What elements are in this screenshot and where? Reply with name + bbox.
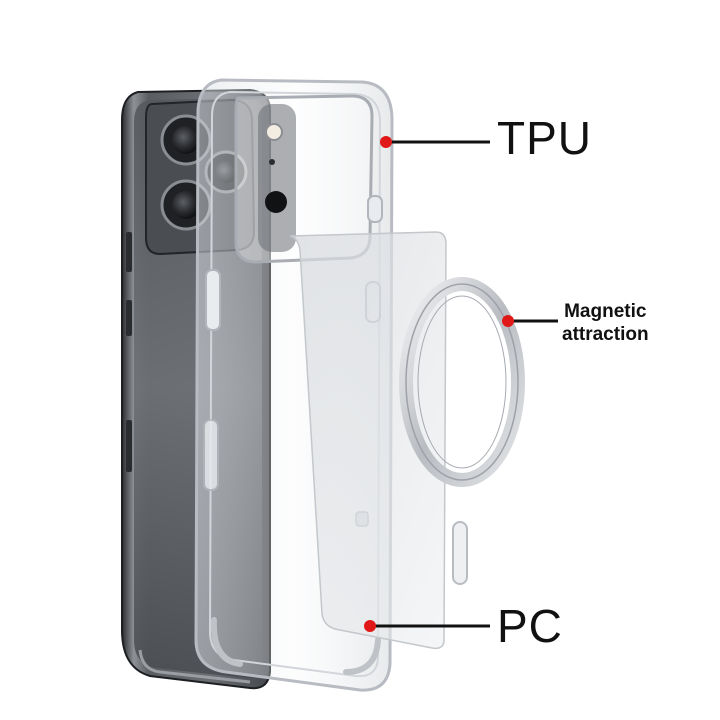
magnetic-label-line2: attraction (562, 324, 649, 345)
magnetic-ring (399, 277, 525, 585)
callout-tpu-pointer (380, 136, 490, 148)
magnetic-attraction-label: Magnetic attraction (562, 300, 649, 346)
pc-label: PC (497, 600, 563, 652)
callout-magnetic-pointer (502, 315, 558, 327)
tpu-label: TPU (497, 112, 592, 164)
magnetic-label-line1: Magnetic (564, 301, 647, 322)
callout-pc-pointer (364, 620, 490, 632)
